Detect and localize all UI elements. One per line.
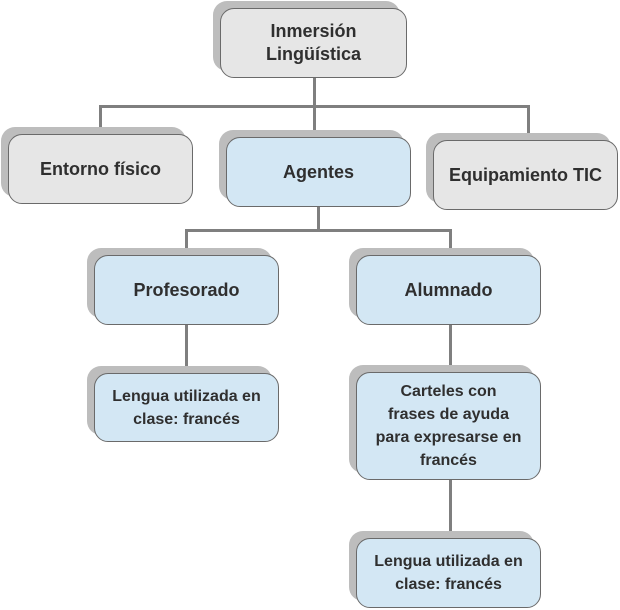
node-label: Equipamiento TIC <box>433 140 618 210</box>
node-equipamiento-tic: Equipamiento TIC <box>426 133 618 210</box>
connector <box>449 480 452 539</box>
connector <box>449 229 452 256</box>
node-lengua-profesorado: Lengua utilizada en clase: francés <box>87 366 279 442</box>
node-label: Inmersión Lingüística <box>220 8 407 78</box>
connector <box>99 105 530 108</box>
node-label: Lengua utilizada en clase: francés <box>94 373 279 442</box>
node-label: Alumnado <box>356 255 541 325</box>
node-label: Agentes <box>226 137 411 207</box>
connector <box>185 229 452 232</box>
connector <box>99 105 102 135</box>
connector <box>317 207 320 231</box>
node-carteles: Carteles con frases de ayuda para expres… <box>349 365 541 480</box>
node-label: Lengua utilizada en clase: francés <box>356 538 541 608</box>
node-label: Entorno físico <box>8 134 193 204</box>
connector <box>449 325 452 373</box>
connector <box>185 229 188 256</box>
node-entorno-fisico: Entorno físico <box>1 127 193 204</box>
connector <box>185 325 188 374</box>
node-root: Inmersión Lingüística <box>213 1 407 78</box>
connector <box>313 78 316 138</box>
node-agentes: Agentes <box>219 130 411 207</box>
connector <box>527 105 530 141</box>
node-profesorado: Profesorado <box>87 248 279 325</box>
node-alumnado: Alumnado <box>349 248 541 325</box>
node-label: Carteles con frases de ayuda para expres… <box>356 372 541 480</box>
node-label: Profesorado <box>94 255 279 325</box>
node-lengua-alumnado: Lengua utilizada en clase: francés <box>349 531 541 608</box>
